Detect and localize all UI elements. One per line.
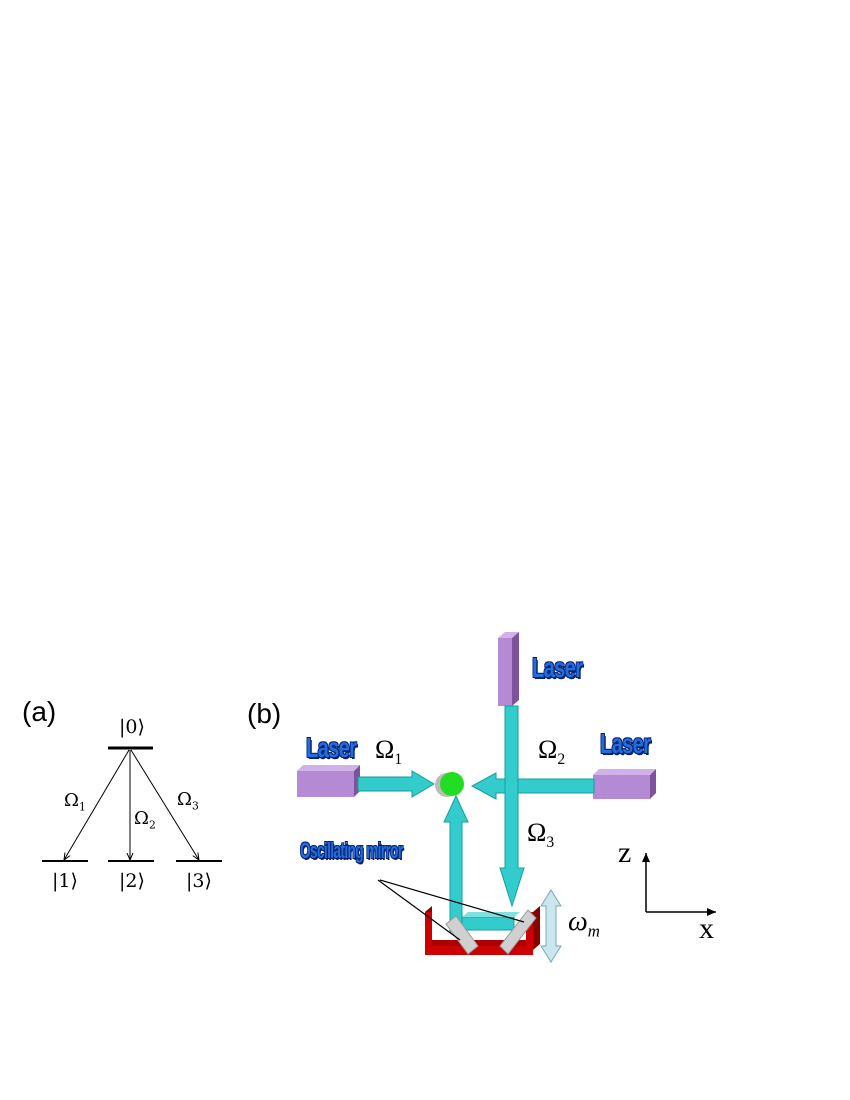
beam-omega-2 [470,772,595,800]
panel-a-label: (a) [22,696,57,727]
transition-arrow-1 [64,749,130,860]
left-laser [297,765,360,797]
oscillating-mirror-label: Oscillating mirror [300,838,403,863]
omega-m-label: ωm [568,906,600,941]
transition-label-3: Ω3 [177,789,199,813]
level-3-label: |3⟩ [186,870,212,892]
left-laser-label: Laser [306,732,357,763]
right-laser-label: Laser [600,728,651,759]
beam-omega-3-down [499,705,525,908]
level-diagram [42,746,222,862]
x-axis-label: x [699,912,714,945]
top-laser [498,632,519,706]
mirror-plate-right [499,909,537,955]
oscillation-double-arrow [540,889,562,963]
beam-bottom-horizontal [461,916,515,931]
level-2-label: |2⟩ [119,870,145,892]
top-laser-label: Laser [532,652,583,683]
omega-2-label: Ω2 [538,735,566,769]
beam-omega-3-up [443,794,469,933]
mirror-plate-left [445,915,479,955]
z-axis-label: z [618,836,632,869]
atom [435,772,464,797]
transition-arrow-3 [130,749,199,860]
transition-label-2: Ω2 [134,808,156,832]
panel-b-label: (b) [247,698,282,729]
laser-beams [357,705,595,933]
omega-3-label: Ω3 [527,818,555,852]
right-laser [593,769,656,799]
mirror-pointer-lines [377,879,525,941]
beam-omega-1 [357,770,435,798]
coordinate-axes [642,853,716,916]
omega-1-label: Ω1 [375,735,403,769]
level-1-label: |1⟩ [52,870,78,892]
mirror-plates [445,909,537,955]
level-0-label: |0⟩ [119,716,145,738]
transition-label-1: Ω1 [64,790,86,814]
